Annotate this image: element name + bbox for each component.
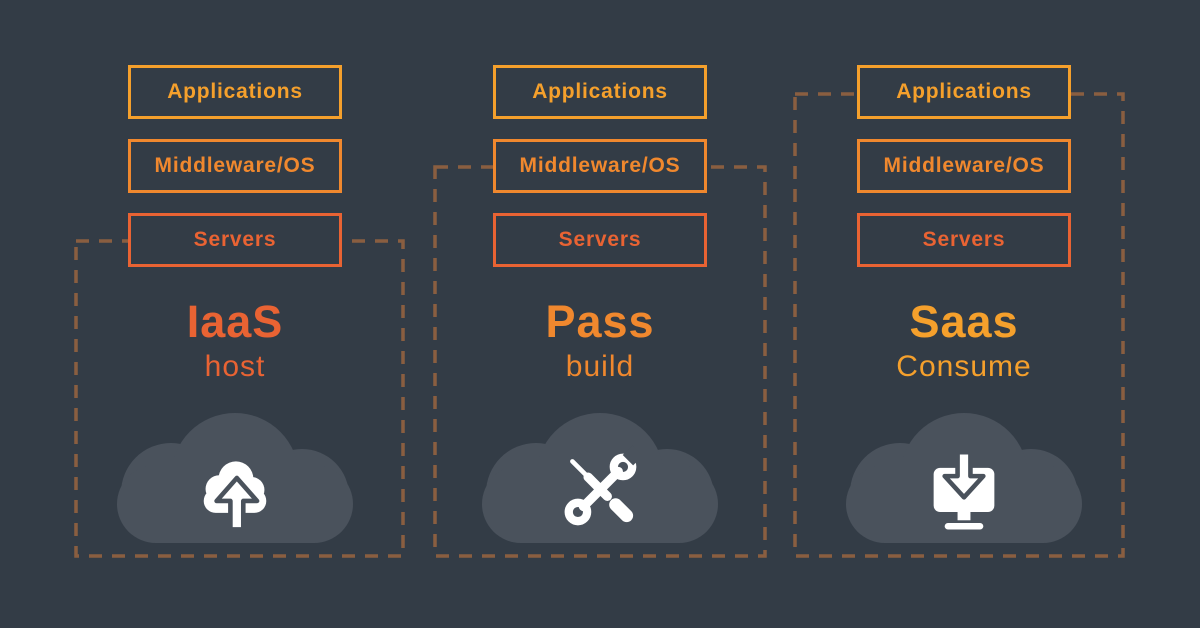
paas-subtitle: build — [565, 350, 635, 383]
cloud-base — [482, 465, 718, 543]
layer-box-servers: Servers — [857, 213, 1071, 267]
layer-label: Servers — [193, 228, 277, 251]
layer-box-middleware-os: Middleware/OS — [128, 139, 342, 193]
layer-label: Applications — [532, 80, 668, 103]
cloud-shape — [846, 413, 1082, 543]
layer-label: Servers — [922, 228, 1006, 251]
layer-label: Applications — [167, 80, 303, 103]
iaas-subtitle: host — [204, 350, 266, 383]
layer-label: Middleware/OS — [154, 154, 316, 177]
cloud-upload-icon — [203, 461, 267, 532]
saas-subtitle: Consume — [896, 350, 1032, 383]
paas-title: Pass — [545, 296, 655, 347]
cloud-shape — [482, 413, 718, 543]
cloud-shape — [117, 413, 353, 543]
layer-label: Middleware/OS — [883, 154, 1045, 177]
layer-box-applications: Applications — [128, 65, 342, 119]
iaas-title: IaaS — [186, 296, 284, 347]
layer-box-applications: Applications — [857, 65, 1071, 119]
monitor-download-icon — [933, 449, 995, 530]
layer-box-middleware-os: Middleware/OS — [857, 139, 1071, 193]
layer-label: Applications — [896, 80, 1032, 103]
layer-label: Servers — [558, 228, 642, 251]
saas-title: Saas — [909, 296, 1019, 347]
layer-box-servers: Servers — [128, 213, 342, 267]
layer-box-servers: Servers — [493, 213, 707, 267]
layer-label: Middleware/OS — [519, 154, 681, 177]
layer-box-middleware-os: Middleware/OS — [493, 139, 707, 193]
layer-box-applications: Applications — [493, 65, 707, 119]
tools-icon — [564, 445, 643, 526]
